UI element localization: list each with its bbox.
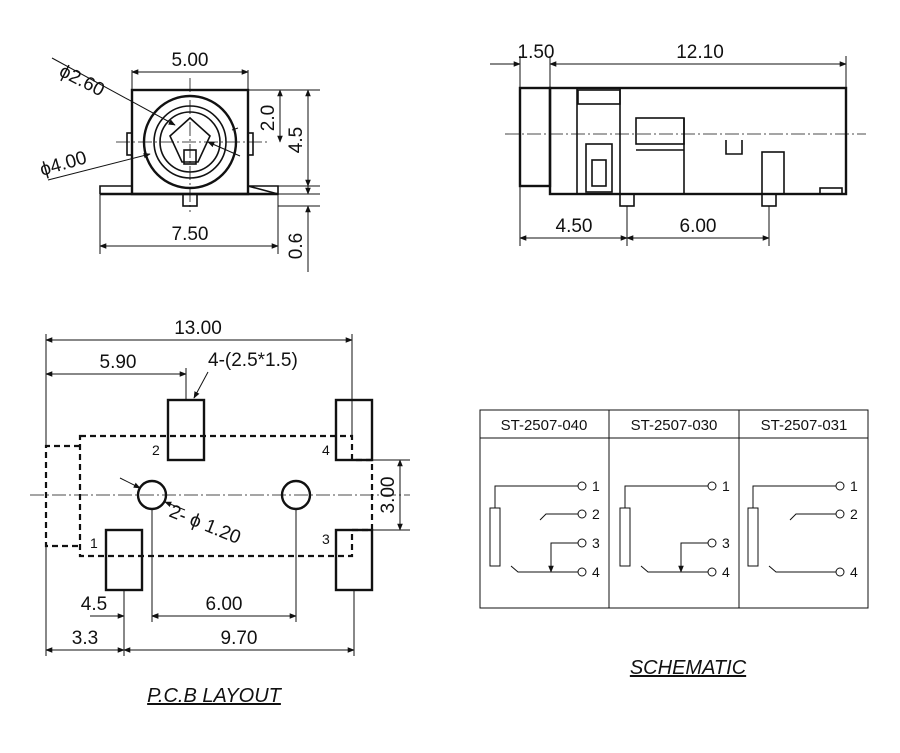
front-view: 5.00 ϕ2.60 ϕ4.00 2.0 4.5 0.6 7.50 — [38, 50, 320, 272]
pcb-layout: 2 4 1 3 13.00 5.90 4-(2.5*1.5) 2- ϕ 1.20… — [30, 318, 410, 707]
schematic-header-2: ST-2507-030 — [631, 417, 718, 434]
schematic-st-2507-030: 1 3 4 — [619, 478, 730, 580]
pad-2 — [166, 398, 206, 462]
side-dim-top: 12.10 — [676, 42, 724, 63]
side-dim-bottom-left: 4.50 — [556, 216, 593, 237]
col2-pin-4: 4 — [722, 564, 730, 580]
schematic-st-2507-031: 1 2 4 — [747, 478, 858, 580]
schematic-st-2507-040: 1 2 3 4 — [489, 478, 600, 580]
pcb-dim-overall: 13.00 — [174, 318, 222, 339]
pad-label-4: 4 — [322, 442, 330, 458]
col1-pin-4: 4 — [592, 564, 600, 580]
col1-pin-2: 2 — [592, 506, 600, 522]
schematic: ST-2507-040 ST-2507-030 ST-2507-031 1 2 … — [479, 409, 869, 679]
col1-pin-1: 1 — [592, 478, 600, 494]
front-dim-bottom: 7.50 — [172, 224, 209, 245]
pcb-dim-hole-spacing: 6.00 — [206, 594, 243, 615]
col3-pin-1: 1 — [850, 478, 858, 494]
col2-pin-1: 1 — [722, 478, 730, 494]
schematic-header-3: ST-2507-031 — [761, 417, 848, 434]
pcb-pad-spec: 4-(2.5*1.5) — [208, 350, 298, 371]
col1-pin-3: 3 — [592, 535, 600, 551]
schematic-caption: SCHEMATIC — [630, 657, 747, 679]
pcb-layout-caption: P.C.B LAYOUT — [147, 685, 283, 707]
col2-pin-3: 3 — [722, 535, 730, 551]
pad-3 — [334, 528, 374, 592]
schematic-header-1: ST-2507-040 — [501, 417, 588, 434]
pcb-dim-pad1: 4.5 — [81, 594, 107, 615]
pcb-dim-pitch: 9.70 — [221, 628, 258, 649]
pcb-dim-vertical: 3.00 — [378, 477, 399, 514]
front-dim-right-small: 2.0 — [258, 105, 279, 131]
pcb-dim-pad-offset: 5.90 — [100, 352, 137, 373]
col3-pin-2: 2 — [850, 506, 858, 522]
front-dim-right: 4.5 — [286, 127, 307, 153]
front-dim-standoff: 0.6 — [286, 233, 307, 259]
side-dim-left-top: 1.50 — [518, 42, 555, 63]
pcb-hole-spec: 2- ϕ 1.20 — [166, 501, 243, 549]
pad-label-1: 1 — [90, 535, 98, 551]
front-dim-phi-outer: ϕ2.60 — [56, 61, 108, 101]
col3-pin-4: 4 — [850, 564, 858, 580]
side-dim-bottom-right: 6.00 — [680, 216, 717, 237]
pad-label-2: 2 — [152, 442, 160, 458]
pad-1 — [104, 528, 144, 592]
side-view: 1.50 12.10 4.50 6.00 — [490, 42, 866, 246]
pad-label-3: 3 — [322, 531, 330, 547]
pcb-dim-left: 3.3 — [72, 628, 98, 649]
front-dim-top: 5.00 — [172, 50, 209, 71]
pad-4 — [334, 398, 374, 462]
